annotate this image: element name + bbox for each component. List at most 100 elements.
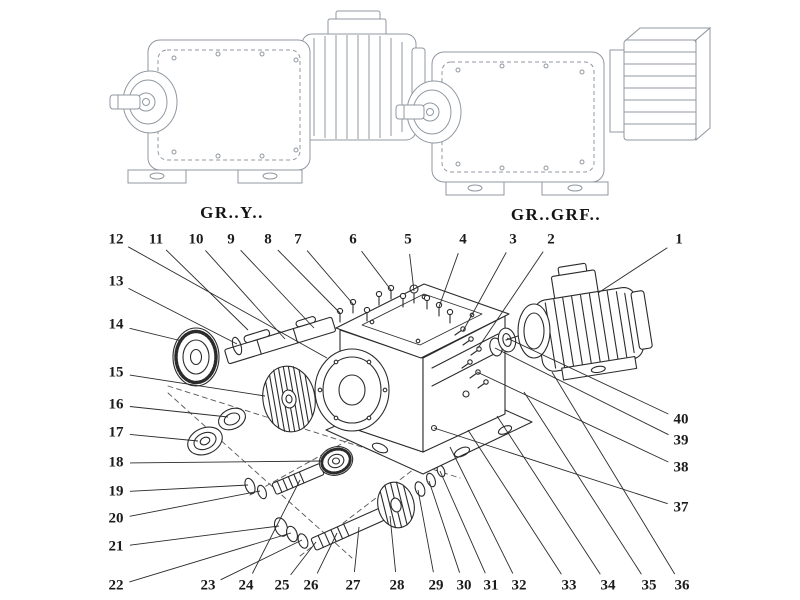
part-washer-b — [256, 484, 268, 500]
callout-12: 12 — [107, 231, 125, 248]
leader-line-3 — [462, 252, 507, 332]
leader-line-21 — [129, 525, 280, 546]
callout-34: 34 — [599, 577, 617, 594]
part-gear-3rd — [377, 481, 415, 529]
callout-19: 19 — [107, 483, 125, 500]
leader-line-14 — [129, 327, 183, 342]
leader-line-26 — [316, 532, 338, 574]
leader-line-40 — [506, 337, 669, 415]
part-gear-2nd — [318, 446, 354, 476]
callout-5: 5 — [403, 231, 413, 248]
leader-line-5 — [409, 253, 415, 292]
leader-line-29 — [417, 489, 434, 573]
callout-21: 21 — [107, 538, 125, 555]
leader-line-39 — [494, 347, 669, 436]
leader-line-22 — [129, 532, 292, 583]
callout-25: 25 — [273, 577, 291, 594]
callout-26: 26 — [302, 577, 320, 594]
leader-line-10 — [205, 250, 286, 340]
callout-23: 23 — [199, 577, 217, 594]
leader-line-30 — [428, 480, 461, 573]
callout-3: 3 — [508, 231, 518, 248]
callout-8: 8 — [263, 231, 273, 248]
leader-line-24 — [251, 479, 301, 574]
leader-line-27 — [353, 526, 360, 573]
callout-29: 29 — [427, 577, 445, 594]
callout-20: 20 — [107, 510, 125, 527]
leader-line-19 — [129, 484, 249, 492]
leader-line-13 — [128, 287, 238, 345]
fasteners-input — [454, 326, 517, 389]
callout-37: 37 — [672, 499, 690, 516]
leader-line-18 — [129, 460, 323, 464]
callout-17: 17 — [107, 424, 125, 441]
leader-line-38 — [476, 371, 669, 463]
part-washer-c — [414, 481, 426, 497]
callout-11: 11 — [147, 231, 165, 248]
callout-6: 6 — [348, 231, 358, 248]
leader-line-28 — [389, 515, 397, 573]
leader-line-23 — [220, 539, 303, 581]
callout-7: 7 — [293, 231, 303, 248]
callout-2: 2 — [546, 231, 556, 248]
leader-line-32 — [449, 446, 514, 574]
leader-line-35 — [523, 391, 642, 575]
leader-line-6 — [361, 250, 392, 291]
leader-line-31 — [439, 470, 486, 574]
leader-line-9 — [240, 249, 315, 329]
part-bearings — [187, 407, 246, 456]
leader-line-2 — [477, 251, 544, 349]
callout-33: 33 — [560, 577, 578, 594]
part-intermediate-shaft — [310, 507, 388, 551]
callout-31: 31 — [482, 577, 500, 594]
leader-line-34 — [496, 415, 601, 575]
variant-label-gr-grf: GR..GRF.. — [510, 205, 602, 224]
callout-16: 16 — [107, 396, 125, 413]
callout-38: 38 — [672, 459, 690, 476]
gearbox-housing — [314, 283, 533, 475]
leader-line-17 — [129, 433, 199, 442]
leader-line-1 — [597, 247, 668, 294]
callout-18: 18 — [107, 454, 125, 471]
leader-line-11 — [165, 249, 249, 331]
callout-24: 24 — [237, 577, 255, 594]
variant-label-gr-y: GR..Y.. — [200, 203, 264, 222]
leader-line-15 — [129, 374, 266, 397]
leader-line-25 — [290, 541, 317, 576]
part-washer-a — [244, 477, 256, 495]
callout-4: 4 — [458, 231, 468, 248]
assembled-unit-gr-grf — [395, 26, 712, 196]
callout-13: 13 — [107, 273, 125, 290]
part-ring-b — [286, 525, 298, 543]
leader-line-37 — [433, 427, 668, 505]
leader-line-20 — [129, 490, 261, 517]
callout-22: 22 — [107, 577, 125, 594]
motor-flange — [505, 303, 551, 359]
callout-35: 35 — [640, 577, 658, 594]
part-washer-d — [425, 472, 437, 488]
callout-28: 28 — [388, 577, 406, 594]
fasteners-top — [336, 284, 454, 324]
callout-30: 30 — [455, 577, 473, 594]
leader-line-16 — [129, 406, 229, 418]
leader-line-7 — [306, 250, 354, 305]
callout-15: 15 — [107, 364, 125, 381]
callout-10: 10 — [187, 231, 205, 248]
callout-1: 1 — [674, 231, 684, 248]
part-gear-1st — [262, 365, 316, 433]
motor — [534, 262, 653, 381]
part-ring-c — [297, 533, 309, 549]
callout-27: 27 — [344, 577, 362, 594]
leader-line-4 — [438, 253, 459, 308]
leader-line-8 — [277, 249, 341, 314]
callout-39: 39 — [672, 432, 690, 449]
callout-14: 14 — [107, 316, 125, 333]
part-output-shaft — [224, 316, 336, 365]
callout-9: 9 — [226, 231, 236, 248]
part-circlip — [231, 336, 243, 356]
leader-line-36 — [551, 371, 676, 575]
leader-line-12 — [127, 246, 328, 359]
